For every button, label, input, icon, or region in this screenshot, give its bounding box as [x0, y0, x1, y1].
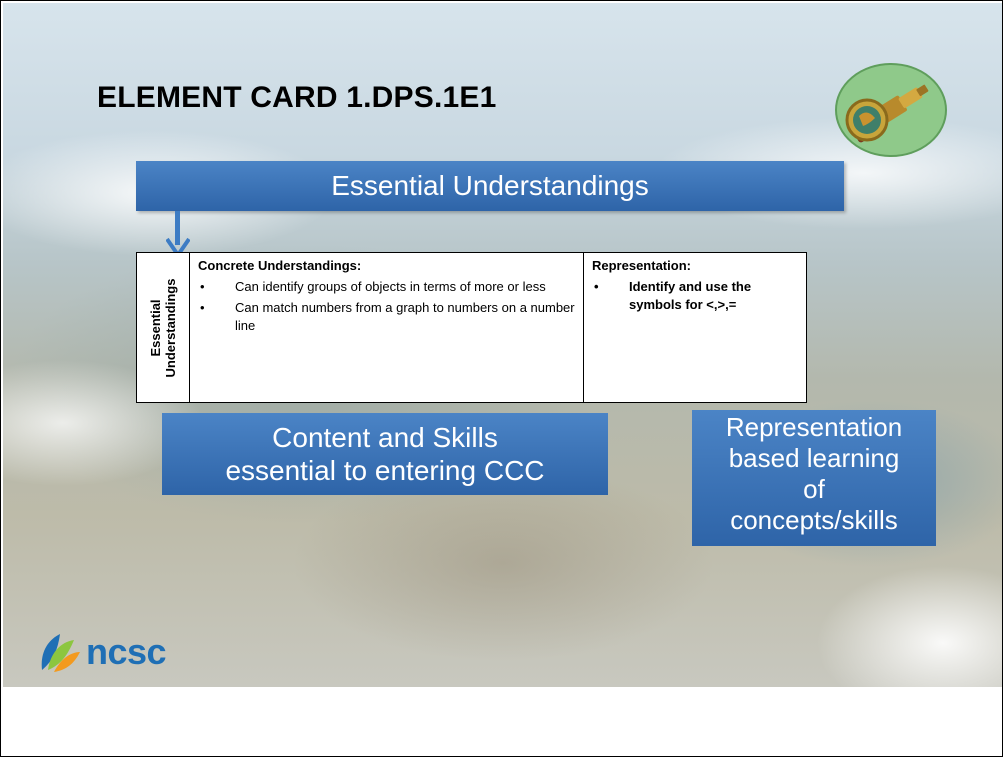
ncsc-leaf-icon	[41, 634, 80, 672]
content-box-line1: Content and Skills	[272, 422, 498, 453]
list-item: Identify and use the symbols for <,>,=	[592, 278, 798, 314]
list-item: Can match numbers from a graph to number…	[198, 299, 575, 335]
col2-bullet-list: Identify and use the symbols for <,>,=	[592, 278, 798, 314]
ncsc-logo-text: ncsc	[86, 631, 167, 672]
side-label-line1: Essential	[148, 298, 163, 357]
side-label-line2: Understandings	[163, 278, 178, 377]
col2-header: Representation:	[592, 258, 691, 273]
rep-box-line1: Representation	[725, 412, 903, 442]
card-side-label: Essential Understandings	[137, 253, 190, 402]
concrete-understandings-column: Concrete Understandings: Can identify gr…	[190, 253, 584, 402]
spyglass-emblem-icon	[835, 63, 947, 157]
down-arrow-icon	[166, 211, 190, 257]
col1-header: Concrete Understandings:	[198, 258, 362, 273]
slide-title: ELEMENT CARD 1.DPS.1E1	[97, 81, 497, 114]
list-item: Can identify groups of objects in terms …	[198, 278, 575, 296]
col1-bullet-list: Can identify groups of objects in terms …	[198, 278, 575, 335]
rep-box-line3: of	[803, 474, 825, 504]
essential-understandings-banner: Essential Understandings	[136, 161, 844, 211]
content-skills-callout: Content and Skills essential to entering…	[162, 413, 608, 495]
rep-box-line2: based learning	[728, 443, 900, 473]
rep-box-line4: concepts/skills	[730, 505, 898, 535]
content-box-line2: essential to entering CCC	[225, 455, 545, 486]
representation-callout: Representation based learning of concept…	[692, 410, 936, 546]
ncsc-logo: ncsc	[38, 627, 167, 677]
slide-canvas: ELEMENT CARD 1.DPS.1E1 Essential Underst…	[3, 3, 1002, 687]
representation-column: Representation: Identify and use the sym…	[584, 253, 806, 402]
element-card-table: Essential Understandings Concrete Unders…	[136, 252, 807, 403]
